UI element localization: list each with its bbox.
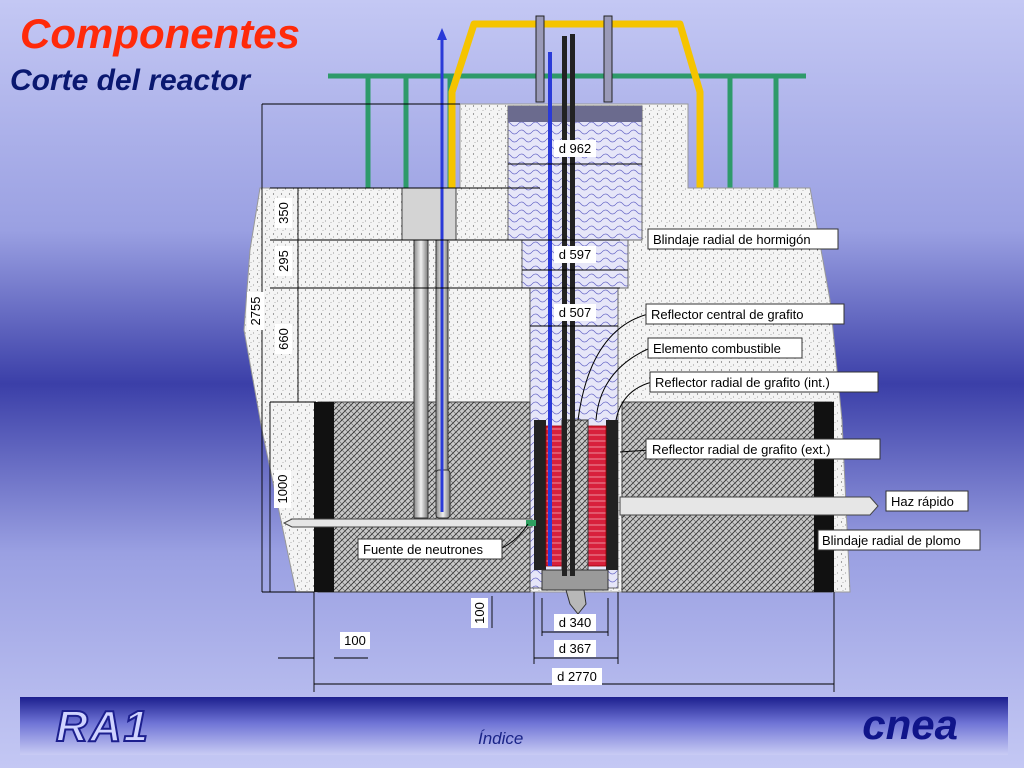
label-reflector-radial-int: Reflector radial de grafito (int.)	[655, 375, 830, 390]
dim-d2770: d 2770	[557, 669, 597, 684]
dim-h295: 295	[276, 250, 291, 272]
slide-title: Componentes	[20, 10, 301, 57]
core-support-cone	[565, 589, 587, 615]
crane-yellow	[448, 20, 704, 190]
control-rod-right	[603, 15, 613, 103]
cnea-logo: cnea	[862, 701, 958, 748]
footer-bar: RA1 Índice cnea	[20, 697, 1008, 755]
inner-reflector-right	[606, 420, 618, 570]
blue-probe-arrow	[437, 28, 447, 40]
dim-w100: 100	[344, 633, 366, 648]
slide-subtitle: Corte del reactor	[10, 64, 251, 97]
dim-h350: 350	[276, 202, 291, 224]
fast-beam-tube-left	[282, 518, 533, 528]
dim-d340: d 340	[559, 615, 592, 630]
inner-reflector-left	[534, 420, 546, 570]
dimension-texts: d 962 d 597 d 507 d 340 d 367 d 2770 275…	[247, 140, 602, 685]
lead-shield-left	[314, 402, 334, 592]
dim-h660: 660	[276, 328, 291, 350]
control-rod-left	[535, 15, 545, 103]
dim-d507: d 507	[559, 305, 592, 320]
dim-d367: d 367	[559, 641, 592, 656]
label-reflector-central: Reflector central de grafito	[651, 307, 803, 322]
fast-beam-tube-right	[619, 496, 879, 516]
label-elemento-combustible: Elemento combustible	[653, 341, 781, 356]
ra1-logo: RA1	[55, 701, 151, 752]
shutter-rod-1	[413, 239, 429, 519]
dim-h2755: 2755	[248, 297, 263, 326]
dim-h1000: 1000	[275, 475, 290, 504]
neutron-source-marker	[526, 520, 536, 526]
label-blindaje-plomo: Blindaje radial de plomo	[822, 533, 961, 548]
fuel-element-right	[587, 425, 607, 567]
rod-mechanism-head	[401, 187, 457, 241]
label-fuente-neutrones: Fuente de neutrones	[363, 542, 483, 557]
index-link[interactable]: Índice	[478, 729, 524, 748]
dim-d597: d 597	[559, 247, 592, 262]
label-haz-rapido: Haz rápido	[891, 494, 954, 509]
dim-h100: 100	[472, 602, 487, 624]
label-reflector-radial-ext: Reflector radial de grafito (ext.)	[652, 442, 830, 457]
dim-d962: d 962	[559, 141, 592, 156]
component-labels: Blindaje radial de hormigón Reflector ce…	[357, 228, 981, 560]
label-blindaje-hormigon: Blindaje radial de hormigón	[653, 232, 811, 247]
